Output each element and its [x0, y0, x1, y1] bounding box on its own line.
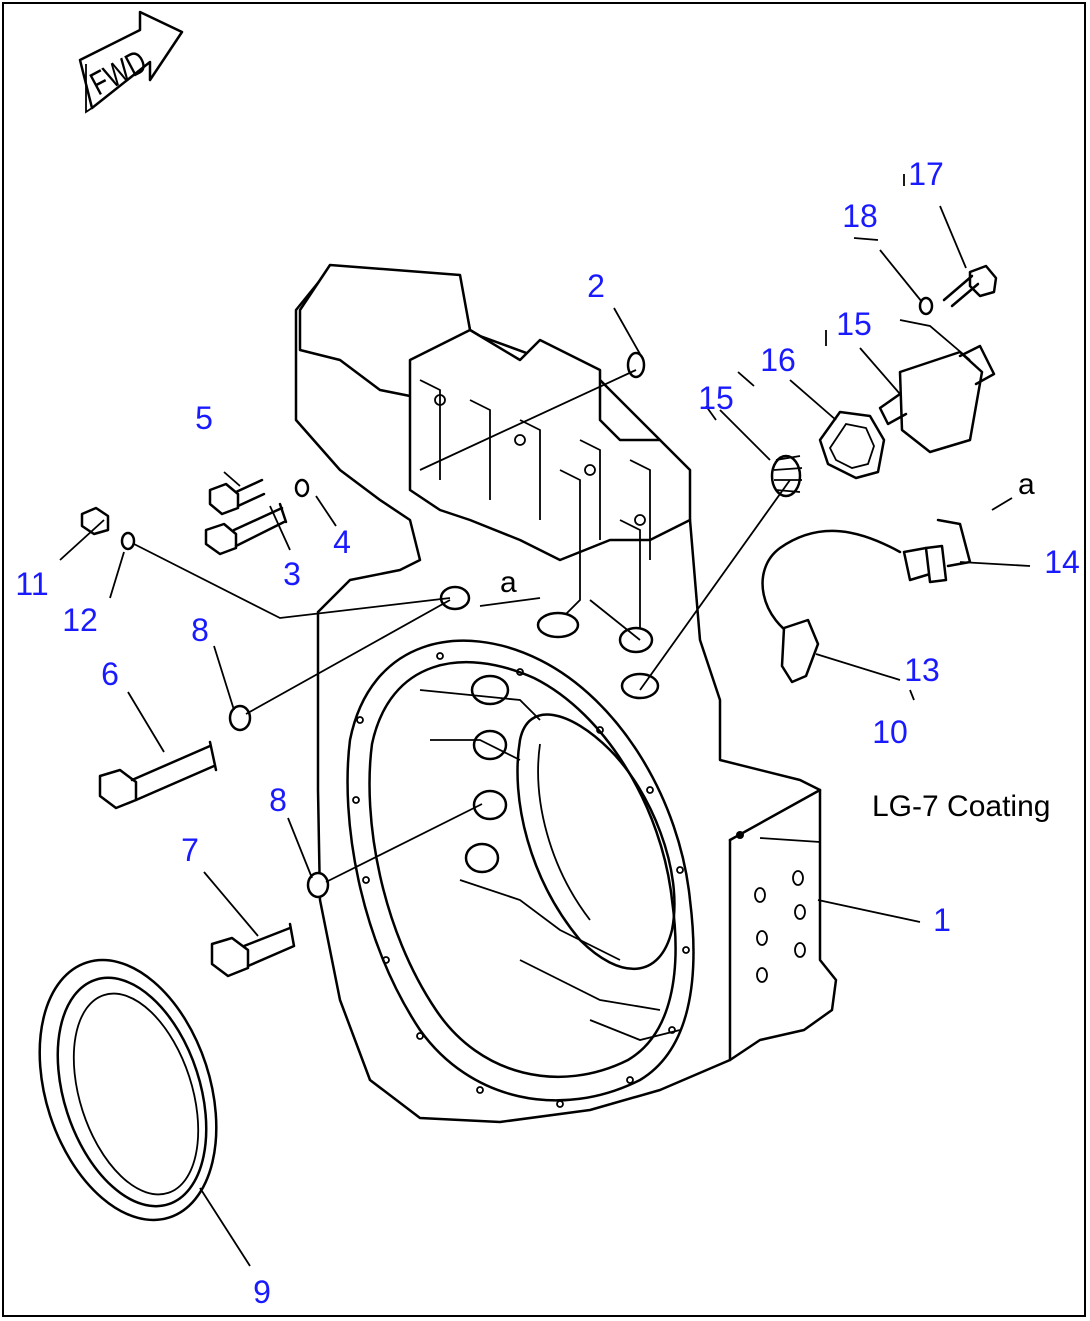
callout-8-upper[interactable]: 8 — [191, 612, 209, 648]
callout-3[interactable]: 3 — [283, 556, 301, 592]
callout-7[interactable]: 7 — [181, 832, 199, 868]
callout-10[interactable]: 10 — [872, 714, 908, 750]
callout-8-lower[interactable]: 8 — [269, 782, 287, 818]
flange-bolt-holes — [352, 652, 690, 1108]
callout-18[interactable]: 18 — [842, 198, 878, 234]
connection-mark-a-lower: a — [500, 566, 517, 599]
connection-mark-a-upper: a — [1018, 468, 1035, 501]
callout-14[interactable]: 14 — [1044, 544, 1080, 580]
callout-17[interactable]: 17 — [908, 156, 944, 192]
bolt-11-icon — [80, 506, 110, 536]
bolt-17-icon — [942, 264, 998, 308]
callout-16[interactable]: 16 — [760, 342, 796, 378]
callout-15-gear[interactable]: 15 — [698, 380, 734, 416]
coating-point — [736, 831, 744, 839]
callout-15-solenoid[interactable]: 15 — [836, 306, 872, 342]
gear-part — [770, 454, 803, 498]
callout-5[interactable]: 5 — [195, 400, 213, 436]
bolt-5-icon — [208, 478, 266, 516]
solenoid-part — [878, 344, 996, 454]
callout-11[interactable]: 11 — [15, 566, 49, 602]
bolt-3-icon — [204, 502, 288, 556]
bolt-6-icon — [98, 740, 218, 810]
side-face-holes — [754, 870, 806, 983]
callout-12[interactable]: 12 — [62, 602, 98, 638]
callout-9[interactable]: 9 — [253, 1274, 271, 1310]
bolt-7-icon — [210, 922, 296, 978]
callout-6[interactable]: 6 — [101, 656, 119, 692]
callout-4[interactable]: 4 — [333, 524, 351, 560]
control-valve-body — [298, 263, 692, 700]
leader-lines — [59, 174, 1031, 1267]
washers — [120, 296, 934, 899]
callout-2[interactable]: 2 — [587, 268, 605, 304]
seal-ring-part — [38, 958, 218, 1222]
callout-1[interactable]: 1 — [933, 902, 951, 938]
callout-13[interactable]: 13 — [904, 652, 940, 688]
sensor-harness — [761, 497, 1013, 684]
fwd-arrow-icon: FWD — [78, 10, 184, 114]
gasket-part — [818, 410, 886, 480]
coating-note: LG-7 Coating — [872, 790, 1051, 823]
